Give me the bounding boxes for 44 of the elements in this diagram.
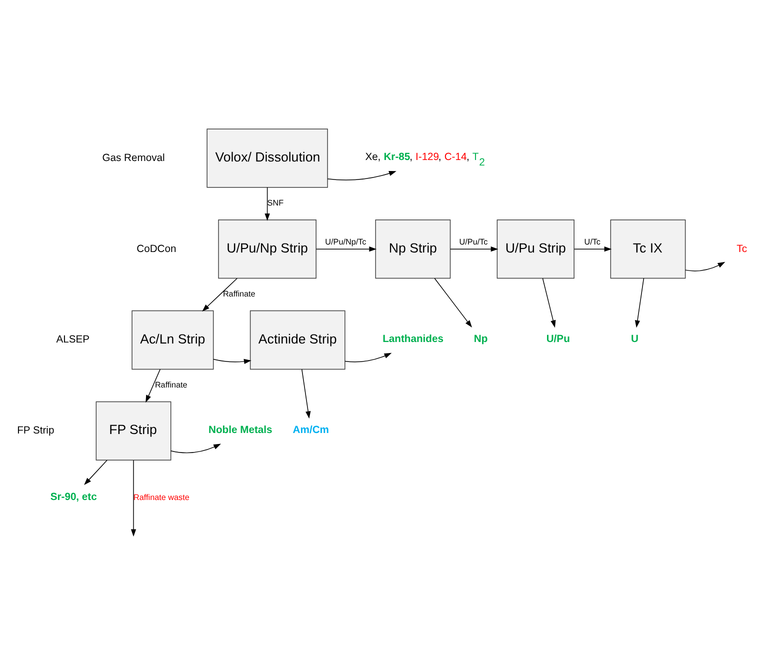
label: CoDCon (136, 243, 176, 254)
edge-label: U/Pu/Tc (459, 236, 488, 246)
arrow (146, 368, 161, 402)
node-box: Tc IX (610, 219, 686, 278)
arrow (301, 368, 311, 418)
edge-label: Raffinate waste (134, 492, 190, 502)
node-text: U (630, 333, 638, 344)
arrow (327, 170, 396, 180)
arrow (450, 246, 498, 252)
arrow (344, 352, 392, 362)
node-box: FP Strip (96, 400, 172, 460)
edge-label: SNF (267, 198, 284, 208)
arrow (213, 358, 252, 364)
arrow (202, 278, 238, 311)
edge-label: Raffinate (222, 289, 256, 298)
arrow (170, 443, 222, 453)
node-box: U/Pu Strip (496, 219, 574, 278)
edge-label: U/Pu/Np/Tc (325, 236, 366, 246)
label: FP Strip (17, 425, 54, 436)
arrow (434, 278, 472, 328)
label: Gas Removal (102, 152, 165, 164)
node-box: Actinide Strip (250, 310, 346, 370)
node-box: Volox/ Dissolution (206, 128, 328, 188)
node-text: Am/Cm (292, 424, 329, 436)
node-text: Np (474, 333, 488, 344)
arrow (574, 246, 612, 252)
arrow (84, 459, 108, 485)
arrow (634, 278, 644, 328)
node-text: U/Pu (546, 333, 570, 344)
edge-label: U/Tc (584, 236, 600, 246)
node-box: U/Pu/Np Strip (218, 219, 316, 278)
edge-label: Raffinate (154, 380, 188, 390)
node-text: Lanthanides (382, 333, 444, 344)
node-text: Sr-90, etc (50, 491, 97, 502)
arrow (685, 261, 726, 271)
node-box: Np Strip (375, 219, 451, 278)
arrow (130, 459, 136, 536)
arrow (264, 186, 270, 220)
node-text: Tc (736, 243, 748, 254)
arrow (542, 278, 556, 328)
label: ALSEP (56, 334, 90, 346)
node-box: Ac/Ln Strip (132, 310, 214, 370)
arrow (316, 246, 377, 252)
node-text: Noble Metals (208, 424, 272, 436)
